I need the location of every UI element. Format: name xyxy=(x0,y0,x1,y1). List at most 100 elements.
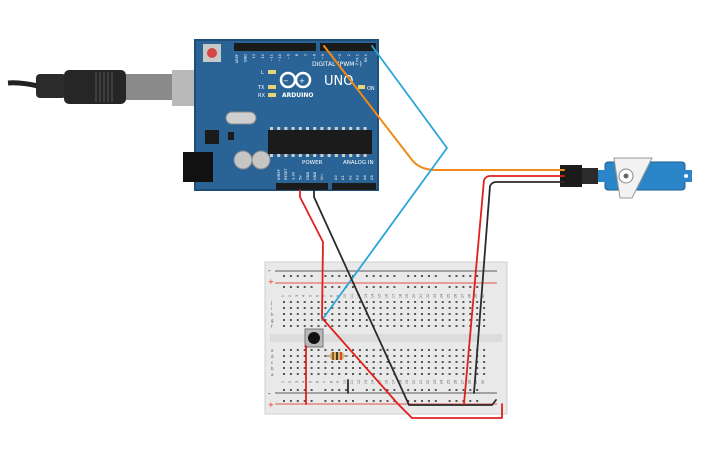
column-number: 10 xyxy=(343,380,347,384)
model-label: UNO xyxy=(324,74,353,89)
column-number: 4 xyxy=(302,295,306,297)
column-number: 26 xyxy=(454,380,458,384)
led-label-tx: TX xyxy=(257,85,265,91)
wire-red-5v[interactable] xyxy=(299,189,503,419)
voltage-regulator xyxy=(205,130,219,144)
analog-pin-label: A0 xyxy=(334,175,338,180)
column-number: 20 xyxy=(412,294,416,298)
smd-chip xyxy=(228,132,234,140)
dc-power-jack xyxy=(183,152,213,182)
column-number: 14 xyxy=(371,380,375,384)
rail-plus-label-bottom: + xyxy=(268,401,274,409)
column-number: 30 xyxy=(481,380,485,384)
digital-pin-label: ~9 xyxy=(287,53,291,59)
usb-plug-body xyxy=(64,70,126,104)
micro-servo[interactable] xyxy=(560,157,692,199)
digital-label: DIGITAL (PWM~) xyxy=(312,61,362,68)
column-number: 26 xyxy=(454,294,458,298)
center-channel xyxy=(270,334,502,342)
reset-button-cap xyxy=(207,48,217,58)
led-label-rx: RX xyxy=(258,93,265,99)
row-letter: g xyxy=(271,318,274,323)
svg-text:−: − xyxy=(283,77,289,85)
servo-mount-hole xyxy=(684,174,688,178)
row-letter: h xyxy=(271,312,274,317)
column-number: 7 xyxy=(322,381,326,383)
column-number: 9 xyxy=(336,295,340,297)
column-number: 6 xyxy=(316,381,320,383)
analog-header xyxy=(332,183,376,190)
led-on xyxy=(358,85,365,89)
svg-text:+: + xyxy=(299,77,305,85)
column-number: 7 xyxy=(322,295,326,297)
column-number: 21 xyxy=(419,294,423,298)
column-number: 25 xyxy=(447,380,451,384)
power-pin-label: GND xyxy=(313,172,317,180)
column-number: 21 xyxy=(419,380,423,384)
analog-pin-label: A4 xyxy=(363,175,367,180)
servo-screw xyxy=(623,173,629,179)
arduino-logo: − + xyxy=(279,71,312,89)
wire-black-gnd[interactable] xyxy=(313,189,497,406)
power-pin-label: Vin xyxy=(320,174,324,180)
wire-black-servo[interactable] xyxy=(473,181,565,394)
column-number: 8 xyxy=(329,381,333,383)
column-number: 12 xyxy=(357,380,361,384)
column-number: 27 xyxy=(460,380,464,384)
digital-header-left xyxy=(234,43,316,51)
led-rx xyxy=(268,93,276,97)
digital-pin-label: TX 1 xyxy=(355,54,359,63)
row-letter: b xyxy=(271,366,274,371)
column-number: 2 xyxy=(288,295,292,297)
power-pin-label: 3.3V xyxy=(291,171,295,180)
digital-header-right xyxy=(320,43,376,51)
logo-text: ARDUINO xyxy=(282,92,313,99)
wire-orange-signal[interactable] xyxy=(323,45,565,171)
analog-label: ANALOG IN xyxy=(343,160,374,166)
digital-pin-label: ~3 xyxy=(338,54,342,59)
column-number: 19 xyxy=(405,380,409,384)
column-numbers: 1122334455667788991010111112121313141415… xyxy=(281,294,485,384)
power-pin-label: IOREF xyxy=(277,169,281,180)
rail-minus-label-bottom: - xyxy=(268,390,271,398)
column-number: 22 xyxy=(426,294,430,298)
capacitor-1 xyxy=(233,150,253,170)
column-number: 16 xyxy=(385,294,389,298)
column-number: 14 xyxy=(371,294,375,298)
analog-pin-label: A5 xyxy=(370,175,374,180)
column-number: 28 xyxy=(467,294,471,298)
column-number: 15 xyxy=(378,294,382,298)
led-l xyxy=(268,70,276,74)
usb-cord xyxy=(7,80,39,89)
column-number: 20 xyxy=(412,380,416,384)
digital-pin-label: 12 xyxy=(261,54,265,59)
column-number: 5 xyxy=(309,295,313,297)
column-number: 11 xyxy=(350,294,354,298)
column-number: 27 xyxy=(460,294,464,298)
usb-plug-metal xyxy=(126,74,172,100)
crystal xyxy=(225,111,257,125)
column-number: 8 xyxy=(329,295,333,297)
wire-red-servo[interactable] xyxy=(463,175,565,405)
column-number: 25 xyxy=(447,294,451,298)
digital-pin-label: ~10 xyxy=(278,53,282,61)
digital-pin-label: GND xyxy=(244,54,248,62)
usb-cable[interactable] xyxy=(7,70,198,106)
column-number: 6 xyxy=(316,295,320,297)
column-number: 9 xyxy=(336,381,340,383)
column-number: 28 xyxy=(467,380,471,384)
digital-pin-label: 2 xyxy=(347,54,351,56)
wires xyxy=(299,45,565,419)
wire-blue-button[interactable] xyxy=(321,45,448,321)
column-number: 22 xyxy=(426,380,430,384)
power-pin-label: 5V xyxy=(299,175,303,180)
pushbutton[interactable] xyxy=(304,328,324,348)
power-header xyxy=(276,183,328,190)
analog-pin-label: A1 xyxy=(341,175,345,180)
column-number: 5 xyxy=(309,381,313,383)
power-pin-label: GND xyxy=(306,172,310,180)
column-number: 23 xyxy=(433,380,437,384)
